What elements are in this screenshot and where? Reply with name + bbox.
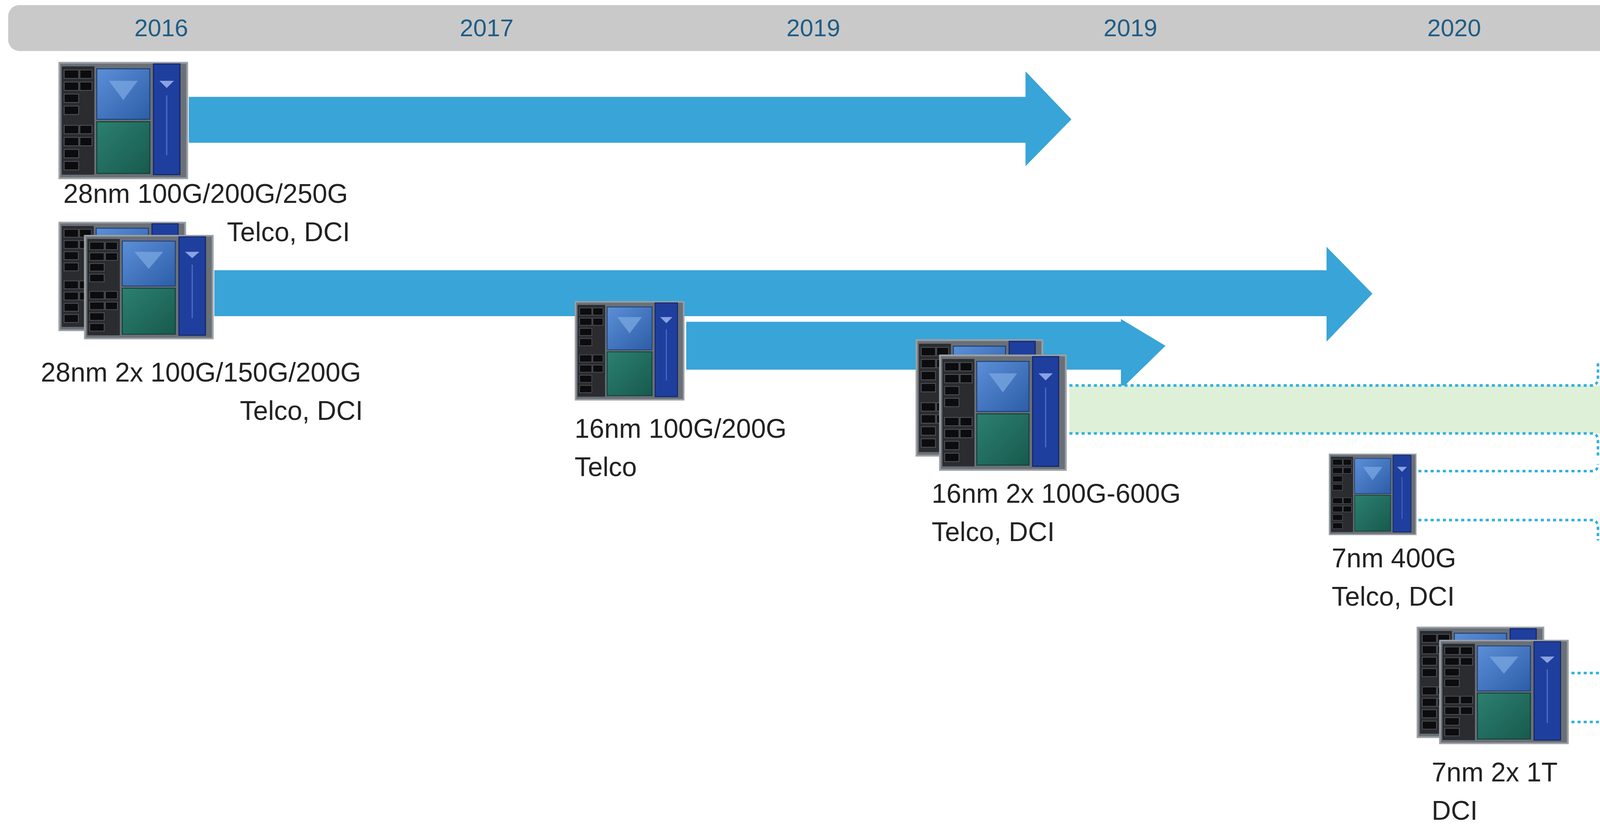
market-segment: DCI <box>1431 791 1560 826</box>
chip-icon <box>59 62 188 179</box>
market-segment: Telco, DCI <box>1331 577 1458 616</box>
chip-label: 16nm 100G/200GTelco <box>574 409 789 487</box>
dotted-line <box>1069 363 1599 386</box>
chip-spec: 7nm 2x 1T <box>1431 753 1560 792</box>
chip-label: 28nm 100G/200G/250GTelco, DCI <box>63 174 350 252</box>
chip-label: 16nm 2x 100G-600GTelco, DCI <box>931 474 1183 552</box>
year-label: 2019 <box>786 13 840 43</box>
chip-icon <box>85 235 213 339</box>
market-segment: Telco <box>574 447 789 487</box>
chip-spec: 16nm 2x 100G-600G <box>931 474 1183 513</box>
chip-spec: 7nm 400G <box>1331 539 1458 578</box>
chip-label: 28nm 2x 100G/150G/200GTelco, DCI <box>40 353 363 430</box>
dotted-line <box>1418 464 1598 472</box>
year-bar <box>8 5 1600 51</box>
dotted-line <box>1571 672 1600 675</box>
chip-icon <box>940 355 1066 470</box>
dotted-line <box>1418 520 1598 541</box>
year-label: 2019 <box>1103 13 1158 43</box>
chip-label: 7nm 2x 1TDCI <box>1431 753 1560 826</box>
chip-label: 7nm 400GTelco, DCI <box>1331 539 1458 616</box>
year-label: 2017 <box>459 13 514 43</box>
lifetime-arrow <box>188 71 1072 167</box>
chip-icon <box>575 302 684 400</box>
year-label: 2016 <box>134 13 188 43</box>
market-segment: Telco, DCI <box>63 212 350 252</box>
dotted-line <box>1069 433 1599 456</box>
chip-spec: 16nm 100G/200G <box>574 409 789 448</box>
market-segment: Telco, DCI <box>931 512 1183 552</box>
year-label: 2020 <box>1427 13 1481 43</box>
chip-icon <box>1440 640 1568 744</box>
dotted-line <box>1571 720 1600 724</box>
market-segment: Telco, DCI <box>40 391 363 430</box>
future-band <box>1069 385 1600 434</box>
chip-spec: 28nm 100G/200G/250G <box>63 174 350 213</box>
chip-icon <box>1329 454 1417 535</box>
chip-spec: 28nm 2x 100G/150G/200G <box>40 353 363 392</box>
